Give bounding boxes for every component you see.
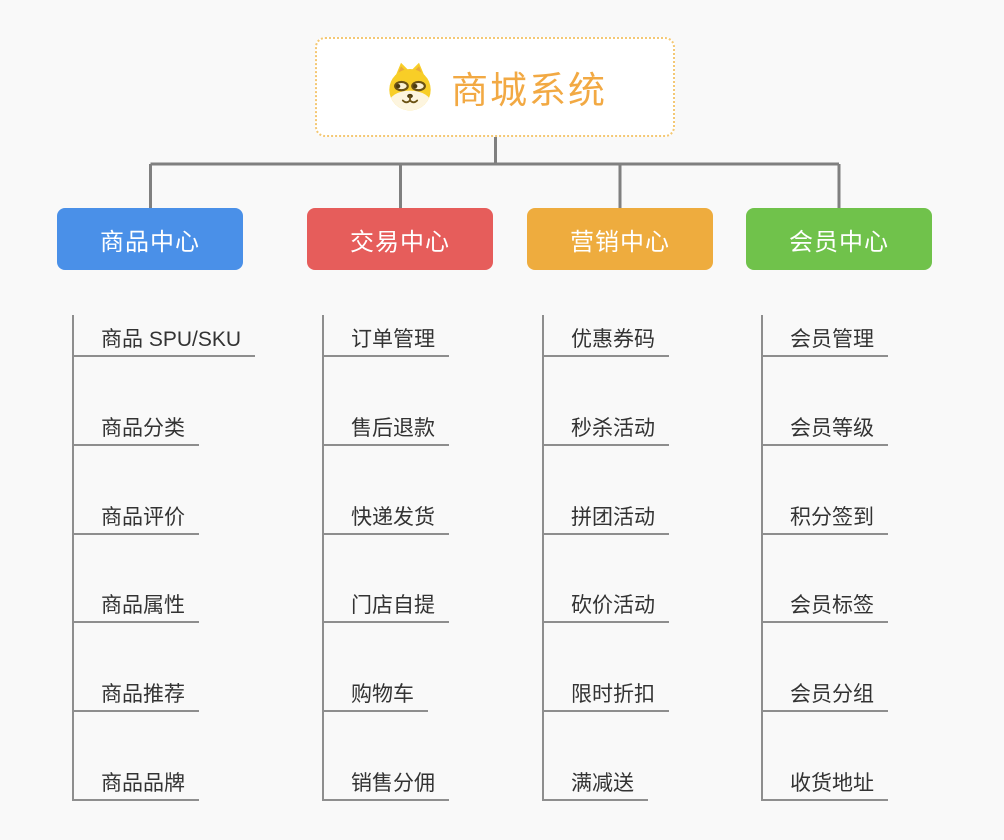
leaf-node[interactable]: 销售分佣 (324, 759, 449, 801)
leaf-label: 销售分佣 (351, 771, 435, 795)
leaf-node[interactable]: 收货地址 (763, 759, 888, 801)
branch-node[interactable]: 交易中心 (307, 208, 493, 270)
leaf-node[interactable]: 商品属性 (74, 581, 199, 624)
leaf-label: 收货地址 (790, 771, 874, 795)
branch-label: 交易中心 (350, 228, 450, 256)
root-node[interactable]: 商城系统 (315, 37, 675, 137)
leaf-node[interactable]: 商品品牌 (74, 759, 199, 801)
branch-node[interactable]: 商品中心 (57, 208, 243, 270)
branch-leaves: 商品 SPU/SKU 商品分类 商品评价 商品属性 商品推荐 商品品牌 (72, 315, 256, 801)
leaf-label: 订单管理 (351, 328, 435, 351)
leaf-node[interactable]: 商品推荐 (74, 670, 199, 713)
leaf-node[interactable]: 快递发货 (324, 493, 449, 535)
leaf-node[interactable]: 优惠券码 (544, 315, 669, 357)
leaf-node[interactable]: 购物车 (324, 670, 428, 713)
leaf-label: 会员标签 (790, 594, 874, 618)
leaf-label: 拼团活动 (571, 505, 655, 529)
branch-column: 会员中心 会员管理 会员等级 积分签到 会员标签 会员分组 收货地址 (746, 208, 932, 801)
leaf-node[interactable]: 会员标签 (763, 581, 888, 624)
branch-column: 商品中心 商品 SPU/SKU 商品分类 商品评价 商品属性 商品推荐 商品品牌 (57, 208, 256, 801)
leaf-node[interactable]: 拼团活动 (544, 493, 669, 535)
branch-node[interactable]: 营销中心 (527, 208, 713, 270)
leaf-label: 限时折扣 (571, 683, 655, 707)
leaf-label: 商品评价 (101, 505, 185, 529)
leaf-label: 满减送 (571, 771, 634, 795)
branch-node[interactable]: 会员中心 (746, 208, 932, 270)
leaf-label: 会员等级 (790, 416, 874, 440)
leaf-node[interactable]: 积分签到 (763, 493, 888, 535)
leaf-node[interactable]: 商品分类 (74, 404, 199, 446)
leaf-label: 商品品牌 (101, 771, 185, 795)
branch-label: 营销中心 (570, 228, 670, 256)
leaf-node[interactable]: 售后退款 (324, 404, 449, 446)
branch-leaves: 订单管理 售后退款 快递发货 门店自提 购物车 销售分佣 (322, 315, 449, 801)
branch-column: 交易中心 订单管理 售后退款 快递发货 门店自提 购物车 销售分佣 (307, 208, 493, 801)
leaf-label: 售后退款 (351, 416, 435, 440)
leaf-node[interactable]: 限时折扣 (544, 670, 669, 713)
leaf-label: 快递发货 (351, 505, 435, 529)
leaf-label: 商品属性 (101, 594, 185, 618)
leaf-label: 购物车 (351, 683, 414, 707)
leaf-node[interactable]: 门店自提 (324, 581, 449, 624)
branch-leaves: 优惠券码 秒杀活动 拼团活动 砍价活动 限时折扣 满减送 (542, 315, 669, 801)
leaf-label: 积分签到 (790, 505, 874, 529)
leaf-label: 会员管理 (790, 328, 874, 351)
leaf-node[interactable]: 秒杀活动 (544, 404, 669, 446)
branch-leaves: 会员管理 会员等级 积分签到 会员标签 会员分组 收货地址 (761, 315, 888, 801)
leaf-label: 优惠券码 (571, 328, 655, 351)
leaf-label: 秒杀活动 (571, 416, 655, 440)
leaf-label: 会员分组 (790, 683, 874, 707)
leaf-node[interactable]: 商品 SPU/SKU (74, 315, 256, 357)
leaf-label: 商品 SPU/SKU (101, 328, 242, 351)
leaf-label: 商品分类 (101, 416, 185, 440)
branch-label: 会员中心 (789, 228, 889, 256)
leaf-node[interactable]: 满减送 (544, 759, 648, 801)
leaf-label: 砍价活动 (571, 594, 655, 618)
branch-column: 营销中心 优惠券码 秒杀活动 拼团活动 砍价活动 限时折扣 满减送 (527, 208, 713, 801)
leaf-label: 门店自提 (351, 594, 435, 618)
leaf-node[interactable]: 会员等级 (763, 404, 888, 446)
leaf-node[interactable]: 订单管理 (324, 315, 449, 357)
leaf-node[interactable]: 商品评价 (74, 493, 199, 535)
leaf-node[interactable]: 会员管理 (763, 315, 888, 357)
doge-face-icon (383, 60, 437, 114)
leaf-label: 商品推荐 (101, 683, 185, 707)
leaf-node[interactable]: 砍价活动 (544, 581, 669, 624)
root-title: 商城系统 (451, 70, 607, 111)
leaf-node[interactable]: 会员分组 (763, 670, 888, 713)
branch-label: 商品中心 (100, 228, 200, 256)
